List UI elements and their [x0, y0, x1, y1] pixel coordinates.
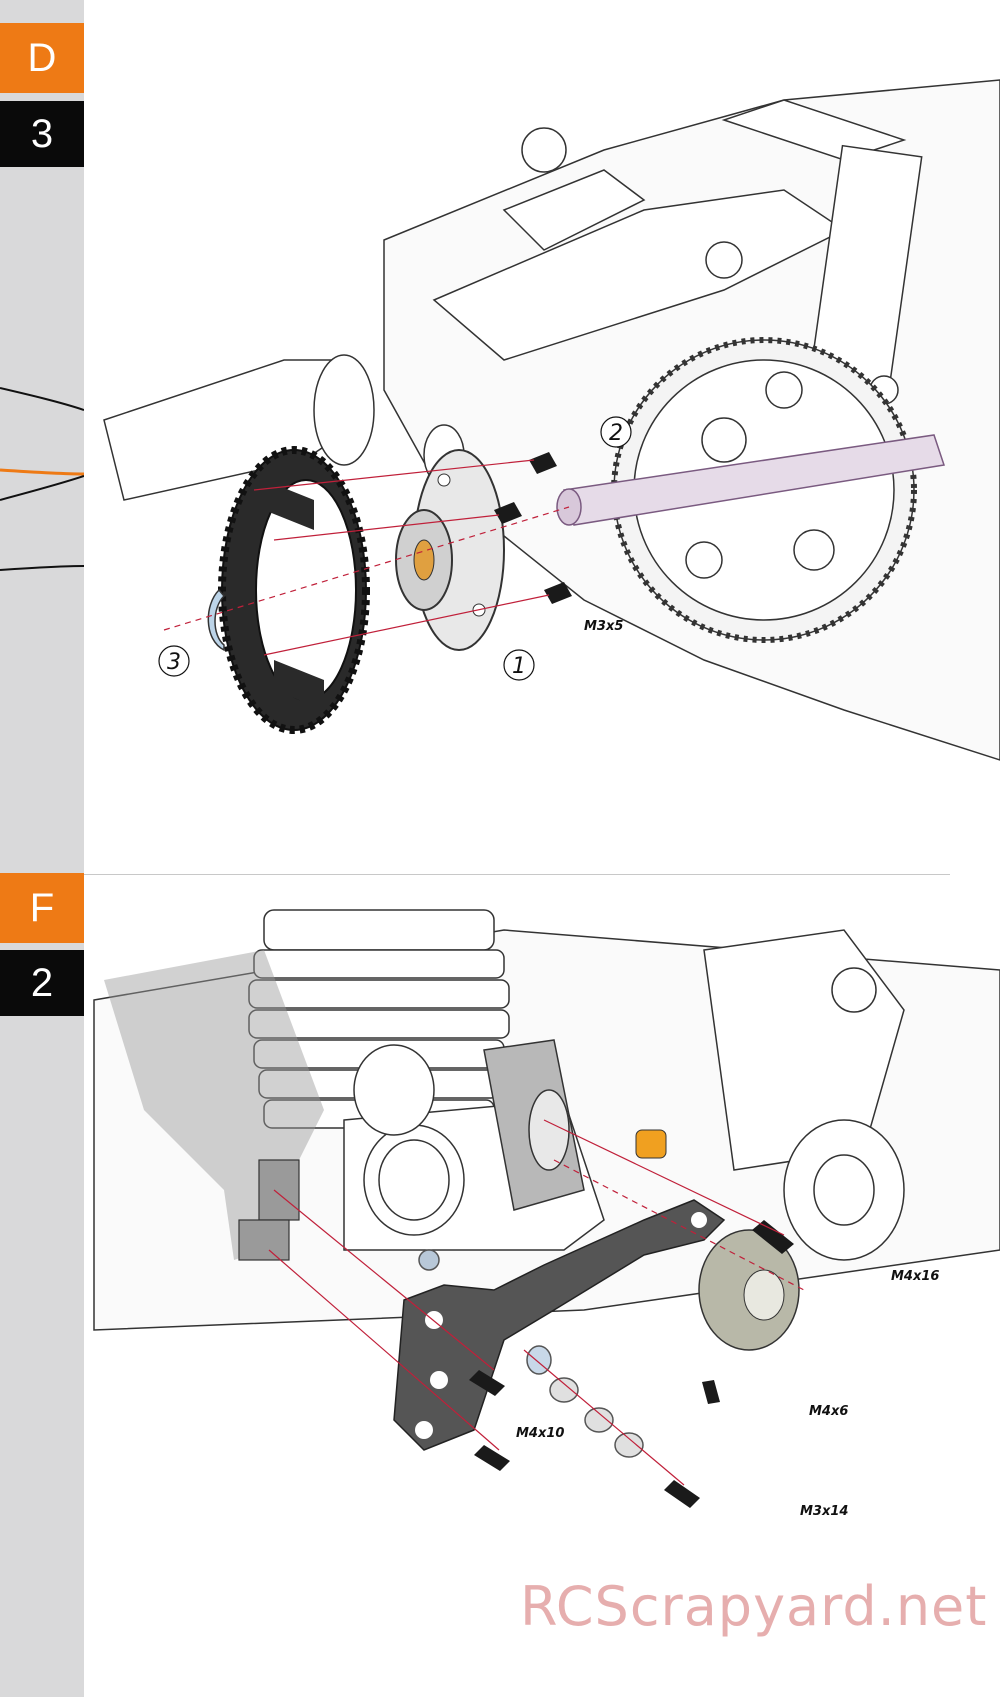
watermark: RCScrapyard.net	[520, 1575, 988, 1638]
part-label-m4x16: M4x16	[891, 1269, 939, 1284]
washers	[418, 1249, 644, 1458]
engine-mount-illustration: M4x16 M4x6 M4x10 M3x14	[93, 909, 1000, 1519]
part-label-m3x5: M3x5	[584, 619, 623, 634]
step-number-top: 3	[30, 111, 54, 156]
part-label-m3x14: M3x14	[800, 1504, 848, 1519]
section-letter-bottom: F	[29, 885, 55, 930]
svg-text:2: 2	[609, 421, 623, 446]
sidebar-stripes-decoration	[0, 387, 84, 571]
step-number-tab-top: 3	[0, 101, 84, 167]
orange-spacer	[635, 1129, 667, 1159]
section-letter-top: D	[27, 35, 57, 80]
part-label-m4x6: M4x6	[809, 1404, 848, 1419]
svg-text:1: 1	[512, 654, 526, 679]
svg-text:3: 3	[167, 650, 181, 675]
callout-2: 2	[600, 416, 632, 448]
spur-gear-assembly-illustration: 1 2 3 M3x5	[103, 79, 1000, 761]
part-label-m4x10: M4x10	[516, 1426, 564, 1441]
clutch-bell	[698, 1229, 800, 1351]
section-divider	[84, 874, 950, 875]
step-number-tab-bottom: 2	[0, 950, 84, 1016]
screws-bottom	[469, 1220, 794, 1508]
section-letter-tab-bottom: F	[0, 873, 84, 943]
callout-1: 1	[503, 649, 535, 681]
carbon-mount-plate	[393, 1199, 726, 1451]
gear-hub	[395, 449, 505, 651]
step-number-bottom: 2	[30, 960, 54, 1005]
sidebar	[0, 0, 84, 1697]
section-letter-tab-top: D	[0, 23, 84, 93]
e-clip	[207, 588, 226, 652]
screws-m3x5	[494, 452, 572, 604]
callout-3: 3	[158, 645, 190, 677]
